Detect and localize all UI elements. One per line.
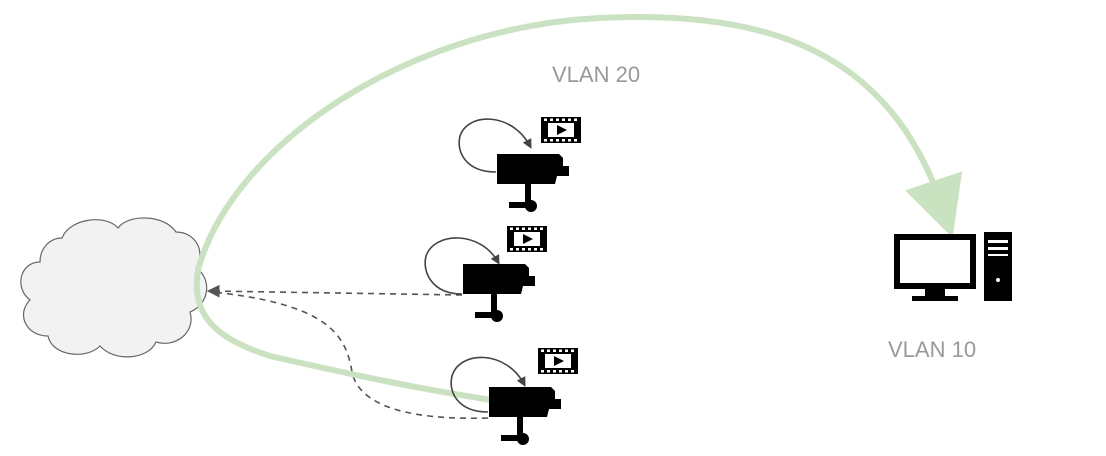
dashed-arrow-camera-3 [211, 291, 489, 420]
video-clip-icon [538, 348, 578, 374]
desktop-computer-icon [894, 232, 1012, 301]
loop-arrow-icon [424, 237, 500, 295]
video-clip-icon [507, 226, 547, 252]
vlan-20-label: VLAN 20 [552, 62, 640, 87]
camera-2 [424, 226, 547, 322]
vlan-path [193, 14, 963, 407]
camera-1 [458, 117, 581, 212]
security-camera-icon [497, 154, 569, 212]
dashed-arrow-camera-2 [206, 284, 463, 298]
loop-arrow-icon [458, 118, 532, 173]
security-camera-icon [489, 387, 561, 445]
security-camera-icon [463, 264, 535, 322]
network-cloud-icon [20, 217, 208, 358]
loop-arrow-icon [450, 356, 526, 413]
vlan-10-label: VLAN 10 [888, 337, 976, 362]
camera-3 [450, 348, 578, 445]
video-clip-icon [541, 117, 581, 143]
